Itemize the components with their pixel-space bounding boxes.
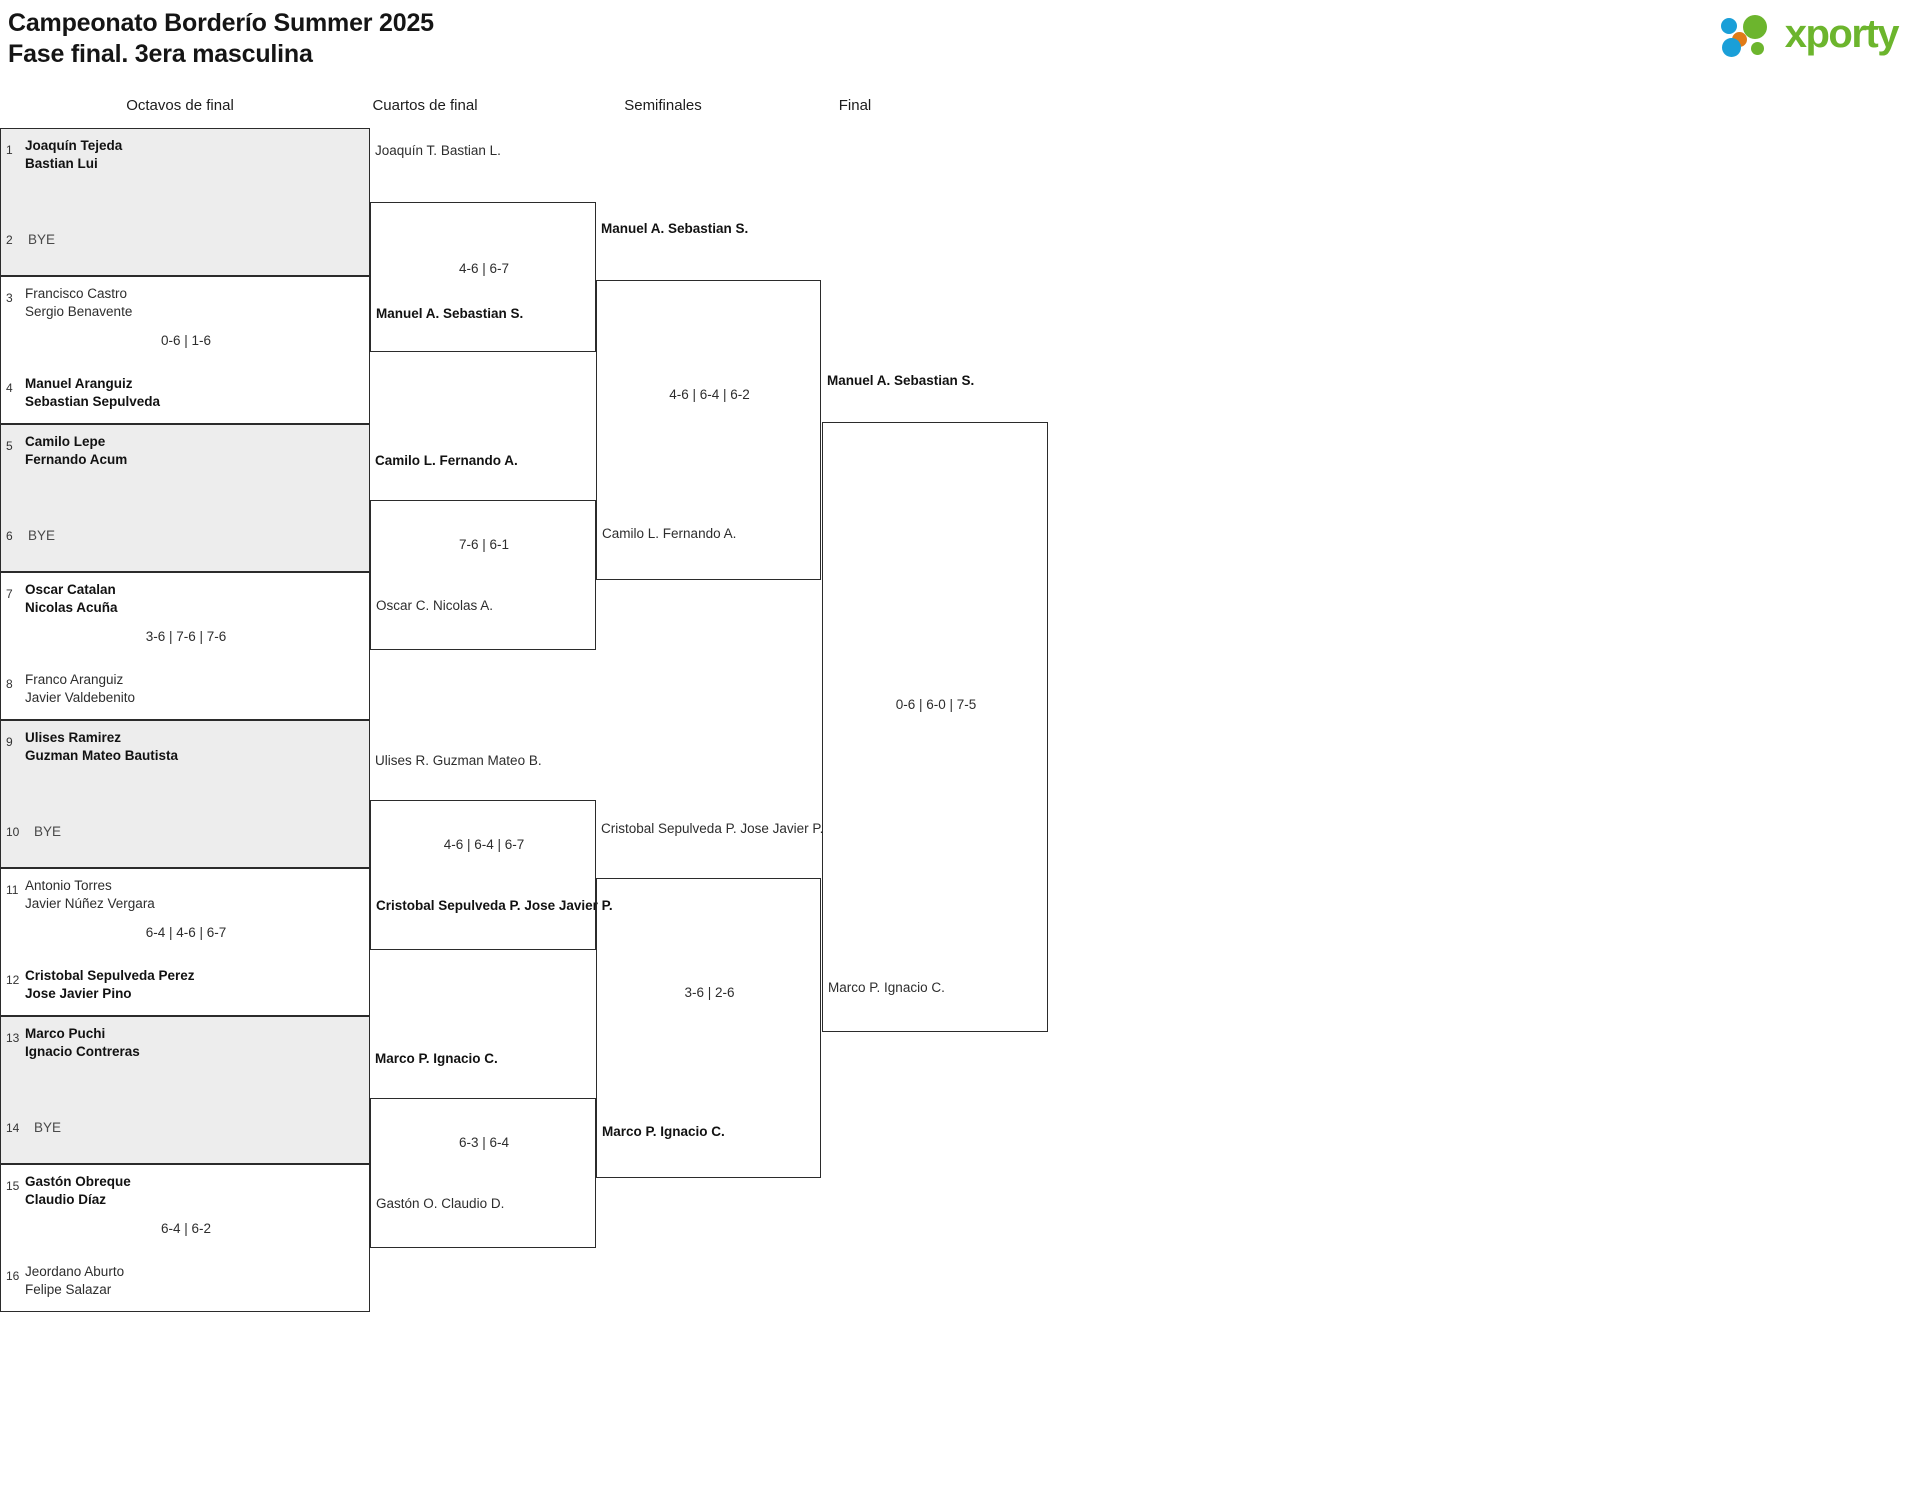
match-block-r1-3[interactable]: 5 Camilo Lepe Fernando Acum 6 BYE [0, 424, 370, 572]
advancer-r3-1-top: Manuel A. Sebastian S. [601, 221, 749, 236]
match-score: 7-6 | 6-1 [458, 537, 510, 552]
player-pair-bottom: Manuel Aranguiz Sebastian Sepulveda [25, 376, 161, 409]
match-score: 4-6 | 6-4 | 6-7 [443, 837, 525, 852]
match-block-r1-1[interactable]: 1 Joaquín Tejeda Bastian Lui 2 BYE [0, 128, 370, 276]
player-pair-bottom: Jeordano Aburto Felipe Salazar [25, 1264, 125, 1297]
match-block-r1-7[interactable]: 13 Marco Puchi Ignacio Contreras 14 BYE [0, 1016, 370, 1164]
advancer-r3-1-bottom: Camilo L. Fernando A. [602, 526, 737, 541]
match-box-r4-final[interactable]: 0-6 | 6-0 | 7-5 Marco P. Ignacio C. [822, 422, 1048, 1032]
tournament-subtitle: Fase final. 3era masculina [8, 40, 313, 68]
bye-label: BYE [28, 232, 56, 247]
advancer-r2-3-top: Ulises R. Guzman Mateo B. [375, 753, 542, 768]
seed-number: 16 [6, 1269, 20, 1283]
player-pair-top: Ulises Ramirez Guzman Mateo Bautista [25, 730, 179, 763]
match-score: 4-6 | 6-7 [458, 261, 510, 276]
match-box-r2-2[interactable]: 7-6 | 6-1 Oscar C. Nicolas A. [370, 500, 596, 650]
match-block-r1-6[interactable]: 11 Antonio Torres Javier Núñez Vergara 1… [0, 868, 370, 1016]
seed-number: 4 [6, 381, 13, 395]
logo-wordmark: xporty [1784, 12, 1900, 56]
seed-number: 6 [6, 529, 13, 543]
player-pair-bottom: Cristobal Sepulveda Perez Jose Javier Pi… [25, 968, 195, 1001]
match-score: 3-6 | 7-6 | 7-6 [145, 629, 227, 644]
seed-number: 10 [6, 825, 20, 839]
match-box-r2-1[interactable]: 4-6 | 6-7 Manuel A. Sebastian S. [370, 202, 596, 352]
match-box-r2-3[interactable]: 4-6 | 6-4 | 6-7 Cristobal Sepulveda P. J… [370, 800, 613, 950]
seed-number: 8 [6, 677, 13, 691]
match-box-r3-1[interactable]: 4-6 | 6-4 | 6-2 Camilo L. Fernando A. [596, 280, 821, 580]
player-pair-top: Joaquín Tejeda Bastian Lui [25, 138, 123, 171]
player-pair-bottom: Franco Aranguiz Javier Valdebenito [25, 672, 136, 705]
seed-number: 1 [6, 143, 13, 157]
seed-number: 3 [6, 291, 13, 305]
match-block-r1-5[interactable]: 9 Ulises Ramirez Guzman Mateo Bautista 1… [0, 720, 370, 868]
seed-number: 14 [6, 1121, 20, 1135]
match-score: 0-6 | 6-0 | 7-5 [895, 697, 977, 712]
advancer-r2-3-bottom: Cristobal Sepulveda P. Jose Javier P. [376, 898, 613, 913]
match-score: 6-3 | 6-4 [458, 1135, 510, 1150]
tournament-title: Campeonato Borderío Summer 2025 [8, 9, 434, 37]
bye-label: BYE [34, 824, 62, 839]
seed-number: 2 [6, 233, 13, 247]
match-block-r1-2[interactable]: 3 Francisco Castro Sergio Benavente 4 Ma… [0, 276, 370, 424]
logo-dots-icon [1720, 10, 1781, 58]
advancer-r2-2-top: Camilo L. Fernando A. [375, 453, 518, 468]
match-box-r3-2[interactable]: 3-6 | 2-6 Marco P. Ignacio C. [596, 878, 821, 1178]
advancer-r2-1-bottom: Manuel A. Sebastian S. [376, 306, 524, 321]
round-header-semifinales: Semifinales [624, 97, 702, 114]
seed-number: 15 [6, 1179, 20, 1193]
seed-number: 11 [6, 883, 19, 897]
player-pair-top: Oscar Catalan Nicolas Acuña [25, 582, 118, 615]
match-block-r1-8[interactable]: 15 Gastón Obreque Claudio Díaz 16 Jeorda… [0, 1164, 370, 1312]
round-header-octavos: Octavos de final [126, 97, 234, 114]
advancer-r2-4-bottom: Gastón O. Claudio D. [376, 1196, 505, 1211]
bye-label: BYE [28, 528, 56, 543]
seed-number: 5 [6, 439, 13, 453]
round-header-cuartos: Cuartos de final [372, 97, 478, 114]
player-pair-top: Antonio Torres Javier Núñez Vergara [25, 878, 155, 911]
advancer-r2-4-top: Marco P. Ignacio C. [375, 1051, 498, 1066]
advancer-r2-1-top: Joaquín T. Bastian L. [375, 143, 501, 158]
advancer-r4-top: Manuel A. Sebastian S. [827, 373, 975, 388]
bye-label: BYE [34, 1120, 62, 1135]
player-pair-top: Francisco Castro Sergio Benavente [25, 286, 133, 319]
advancer-r4-bottom: Marco P. Ignacio C. [828, 980, 945, 995]
match-score: 6-4 | 6-2 [160, 1221, 212, 1236]
advancer-r3-2-bottom: Marco P. Ignacio C. [602, 1124, 725, 1139]
match-box-r2-4[interactable]: 6-3 | 6-4 Gastón O. Claudio D. [370, 1098, 596, 1248]
match-score: 3-6 | 2-6 [684, 985, 735, 1000]
advancer-r2-2-bottom: Oscar C. Nicolas A. [376, 598, 494, 613]
match-score: 4-6 | 6-4 | 6-2 [669, 387, 750, 402]
seed-number: 7 [6, 587, 13, 601]
player-pair-top: Camilo Lepe Fernando Acum [25, 434, 128, 467]
player-pair-top: Marco Puchi Ignacio Contreras [25, 1026, 140, 1059]
match-score: 6-4 | 4-6 | 6-7 [145, 925, 227, 940]
xporty-logo: xporty [1720, 8, 1900, 60]
match-block-r1-4[interactable]: 7 Oscar Catalan Nicolas Acuña 8 Franco A… [0, 572, 370, 720]
page-title: Campeonato Borderío Summer 2025 Fase fin… [8, 8, 434, 70]
advancer-r3-2-top: Cristobal Sepulveda P. Jose Javier P. [601, 821, 824, 836]
seed-number: 13 [6, 1031, 20, 1045]
player-pair-top: Gastón Obreque Claudio Díaz [25, 1174, 131, 1207]
seed-number: 9 [6, 735, 13, 749]
seed-number: 12 [6, 973, 20, 987]
match-score: 0-6 | 1-6 [160, 333, 212, 348]
round-header-final: Final [838, 97, 872, 114]
